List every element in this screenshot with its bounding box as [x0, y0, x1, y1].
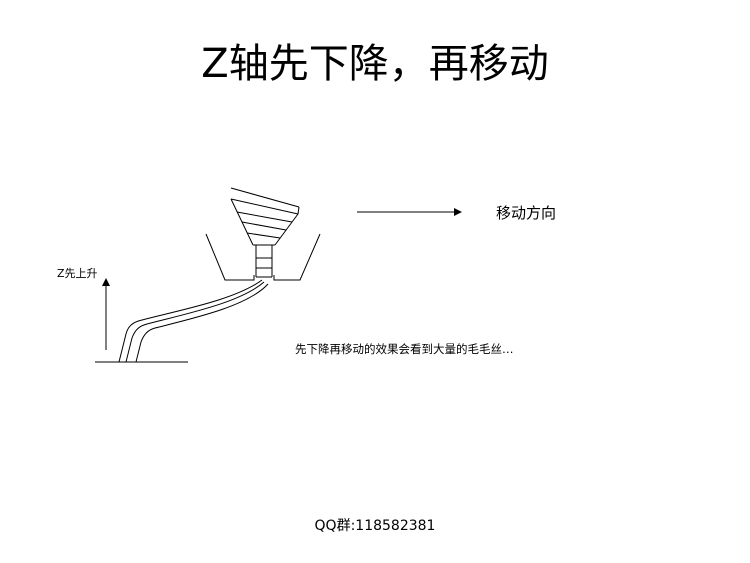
- heater-block: [205, 233, 255, 281]
- stringing-filament: [118, 279, 269, 363]
- heater-block-right: [273, 233, 321, 281]
- slide-title: Z轴先下降，再移动: [201, 41, 549, 87]
- move-direction-label: 移动方向: [496, 204, 557, 222]
- qq-group-footer: QQ群:118582381: [314, 518, 436, 534]
- z-up-label: Z先上升: [57, 267, 98, 280]
- effect-caption: 先下降再移动的效果会看到大量的毛毛丝…: [295, 342, 514, 356]
- nozzle: [230, 187, 300, 278]
